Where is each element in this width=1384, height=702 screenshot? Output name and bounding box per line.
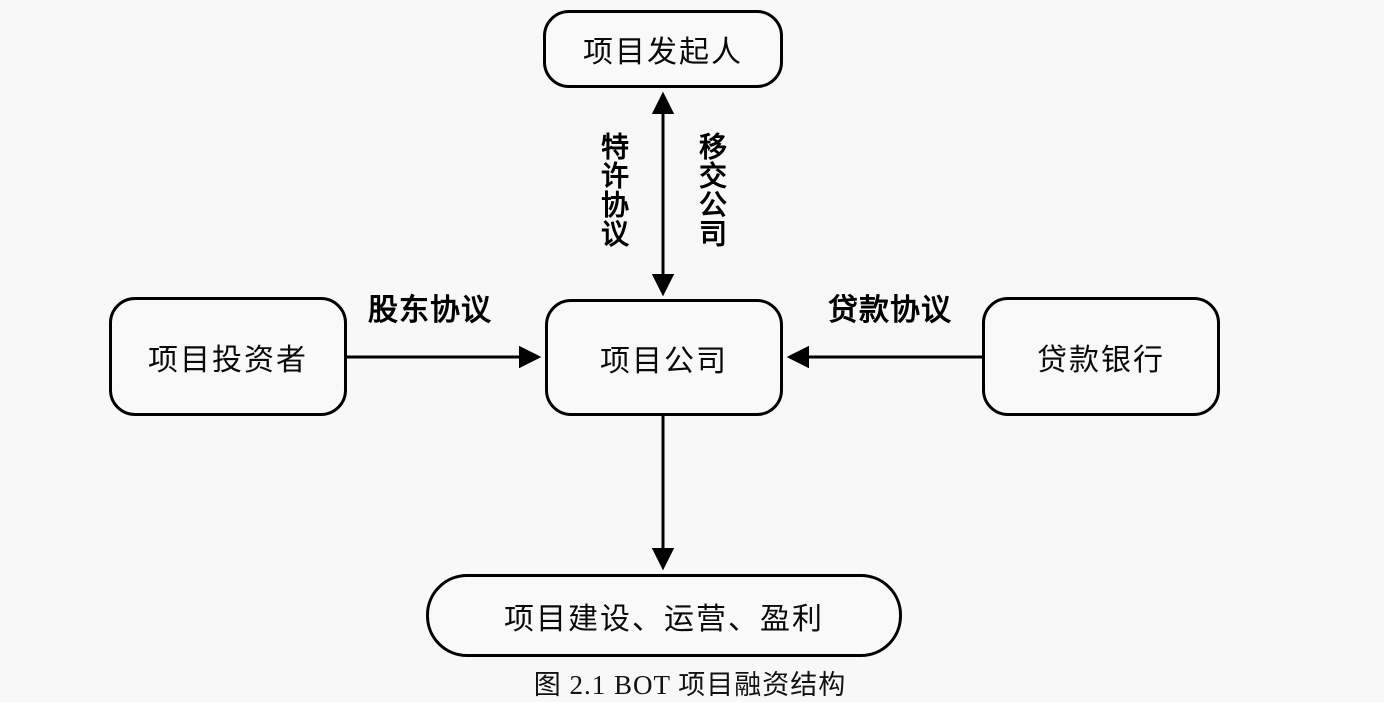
node-project-operation-label: 项目建设、运营、盈利 [504,602,824,636]
node-project-investor-label: 项目投资者 [148,343,308,377]
node-project-operation: 项目建设、运营、盈利 [426,574,902,657]
node-lending-bank-label: 贷款银行 [1037,343,1165,377]
node-project-company-label: 项目公司 [600,344,728,378]
node-project-sponsor: 项目发起人 [543,10,783,88]
node-lending-bank: 贷款银行 [982,297,1220,416]
node-project-sponsor-label: 项目发起人 [583,36,743,69]
figure-caption: 图 2.1 BOT 项目融资结构 [533,670,847,700]
edge-label-loan-agreement: 贷款协议 [828,294,952,327]
edge-label-shareholder-agreement: 股东协议 [368,294,492,327]
node-project-investor: 项目投资者 [109,297,347,416]
node-project-company: 项目公司 [545,299,783,416]
edge-label-transfer-company: 移交公司 [696,132,727,248]
edge-label-concession-agreement: 特许协议 [598,132,629,248]
